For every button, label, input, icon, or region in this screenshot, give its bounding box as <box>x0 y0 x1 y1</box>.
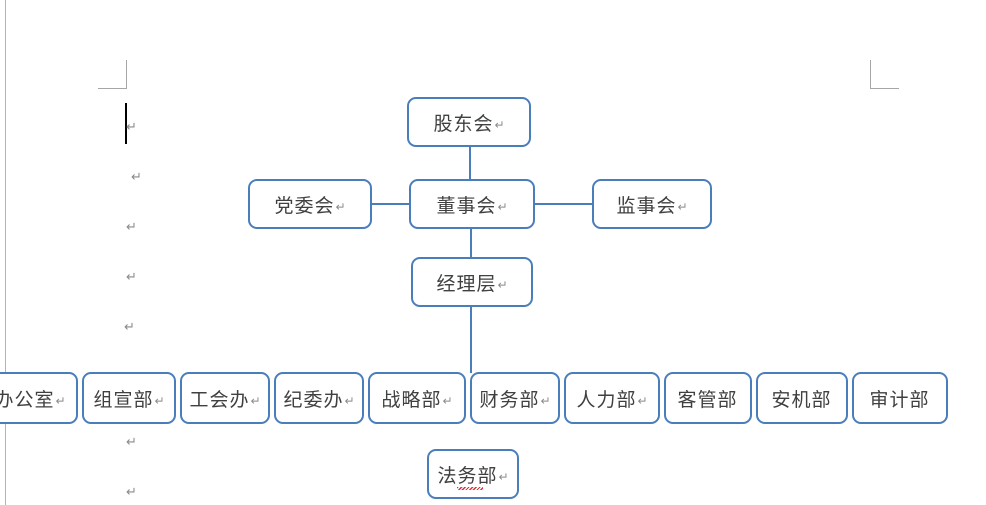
node-department-label: 财务部↵ <box>479 388 551 411</box>
node-department-strategy[interactable]: 战略部↵ <box>368 372 466 424</box>
node-management[interactable]: 经理层↵ <box>411 257 533 307</box>
connector-party-to-board <box>371 203 411 206</box>
node-party-committee-label: 党委会↵ <box>274 194 346 217</box>
margin-guide-top-left <box>98 60 127 89</box>
node-department-safety-machinery[interactable]: 安机部 <box>756 372 848 424</box>
paragraph-mark: ↵ <box>126 120 137 135</box>
paragraph-mark: ↵ <box>497 277 508 292</box>
node-department-label: 人力部↵ <box>576 388 648 411</box>
node-department-organization-publicity[interactable]: 组宣部↵ <box>82 372 176 424</box>
node-department-legal-label: 法务部↵ <box>437 461 509 490</box>
paragraph-mark: ↵ <box>124 320 135 335</box>
paragraph-mark: ↵ <box>126 270 137 285</box>
node-supervisory-board[interactable]: 监事会↵ <box>592 179 712 229</box>
connector-board-to-management <box>470 228 473 262</box>
node-board-of-directors[interactable]: 董事会↵ <box>409 179 535 229</box>
paragraph-mark: ↵ <box>637 393 648 408</box>
connector-management-to-departments <box>470 305 473 373</box>
paragraph-mark: ↵ <box>497 199 508 214</box>
node-shareholders-label: 股东会↵ <box>433 112 505 135</box>
node-supervisory-board-label: 监事会↵ <box>616 194 688 217</box>
node-management-label: 经理层↵ <box>436 272 508 295</box>
paragraph-mark: ↵ <box>126 220 137 235</box>
paragraph-mark: ↵ <box>498 469 509 484</box>
paragraph-mark: ↵ <box>335 199 346 214</box>
paragraph-mark: ↵ <box>677 199 688 214</box>
paragraph-mark: ↵ <box>55 393 66 408</box>
paragraph-mark: ↵ <box>344 393 355 408</box>
margin-guide-top-right <box>870 60 899 89</box>
node-department-discipline[interactable]: 纪委办↵ <box>274 372 364 424</box>
node-department-customer-management[interactable]: 客管部 <box>664 372 752 424</box>
text-cursor <box>125 103 127 144</box>
node-party-committee[interactable]: 党委会↵ <box>248 179 372 229</box>
node-shareholders[interactable]: 股东会↵ <box>407 97 531 147</box>
paragraph-mark: ↵ <box>250 393 261 408</box>
paragraph-mark: ↵ <box>540 393 551 408</box>
connector-shareholders-to-board <box>469 146 472 180</box>
page-left-edge <box>5 0 6 505</box>
paragraph-mark: ↵ <box>494 117 505 132</box>
node-department-label: 工会办↵ <box>189 388 261 411</box>
node-department-label: 客管部 <box>677 388 738 411</box>
node-department-finance[interactable]: 财务部↵ <box>470 372 560 424</box>
node-department-label: 办公室↵ <box>0 388 66 411</box>
node-department-label: 审计部 <box>869 388 930 411</box>
paragraph-mark: ↵ <box>154 393 165 408</box>
paragraph-mark: ↵ <box>131 170 142 185</box>
paragraph-mark: ↵ <box>126 485 137 500</box>
node-department-office[interactable]: 办公室↵ <box>0 372 78 424</box>
node-department-label: 组宣部↵ <box>93 388 165 411</box>
node-department-label: 纪委办↵ <box>283 388 355 411</box>
paragraph-mark: ↵ <box>442 393 453 408</box>
node-board-of-directors-label: 董事会↵ <box>436 194 508 217</box>
node-department-legal[interactable]: 法务部↵ <box>427 449 519 499</box>
paragraph-mark: ↵ <box>126 435 137 450</box>
connector-board-to-supervisory <box>534 203 594 206</box>
node-department-label: 安机部 <box>771 388 832 411</box>
node-department-label: 战略部↵ <box>381 388 453 411</box>
node-department-human-resources[interactable]: 人力部↵ <box>564 372 660 424</box>
node-department-union[interactable]: 工会办↵ <box>180 372 270 424</box>
node-department-audit[interactable]: 审计部 <box>852 372 948 424</box>
